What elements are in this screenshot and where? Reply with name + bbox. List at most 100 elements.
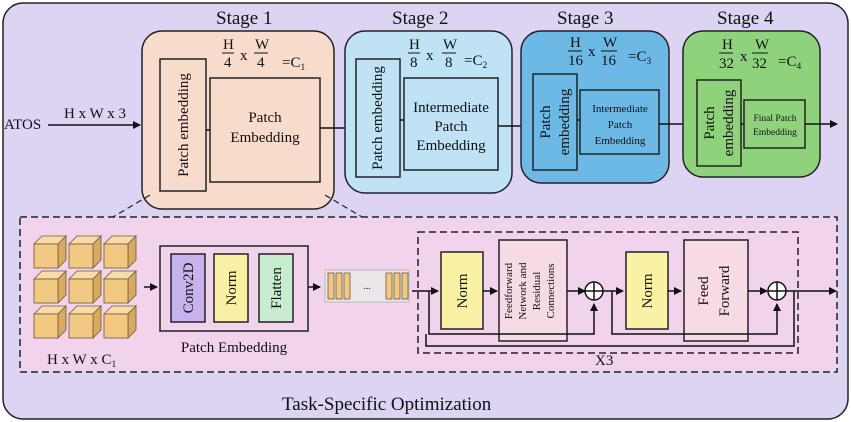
norm1-label: Norm bbox=[455, 273, 471, 308]
stage2-inner-box bbox=[403, 77, 499, 171]
svg-text:=C4: =C4 bbox=[778, 54, 801, 72]
stage4-inner-line2: Embedding bbox=[753, 128, 797, 138]
feed-forward-line1: Feed bbox=[696, 276, 712, 306]
footer-title: Task-Specific Optimization bbox=[282, 394, 492, 415]
stage3-patch-embedding-side bbox=[532, 73, 578, 171]
stage1-inner-line1: Patch bbox=[248, 110, 282, 126]
stage1-title: Stage 1 bbox=[216, 8, 272, 29]
stage4-patch-embedding-side bbox=[696, 79, 742, 167]
svg-text:H: H bbox=[570, 35, 581, 51]
stage3-inner-line3: Embedding bbox=[595, 135, 646, 147]
stage2-inner-line1: Intermediate bbox=[413, 100, 489, 116]
skip-connection-1 bbox=[428, 291, 598, 335]
flatten-block bbox=[258, 253, 294, 323]
svg-text:x: x bbox=[240, 48, 248, 64]
stage1-fraction: H 4 x W 4 =C1 bbox=[222, 37, 305, 73]
input-dims: H x W x 3 bbox=[64, 106, 126, 122]
svg-text:32: 32 bbox=[752, 56, 767, 72]
svg-text:x: x bbox=[588, 44, 596, 60]
token-strip bbox=[385, 272, 393, 300]
svg-text:8: 8 bbox=[445, 55, 453, 71]
patch-embedding-caption: Patch Embedding bbox=[181, 340, 288, 356]
feed-forward-line2: Forward bbox=[717, 265, 733, 316]
svg-text:=C3: =C3 bbox=[628, 49, 651, 67]
svg-text:H: H bbox=[722, 37, 733, 53]
stage3-fraction: H 16 x W 16 =C3 bbox=[568, 35, 651, 69]
token-strip bbox=[343, 272, 351, 300]
conv2d-block bbox=[170, 253, 206, 323]
svg-text:H: H bbox=[409, 37, 420, 53]
ffn-line3: Residual bbox=[531, 272, 543, 311]
svg-text:W: W bbox=[603, 35, 618, 51]
svg-text:x: x bbox=[426, 48, 434, 64]
ffn-line1: Feedforward bbox=[503, 262, 515, 319]
svg-text:16: 16 bbox=[601, 53, 617, 69]
conv2d-label: Conv2D bbox=[181, 262, 197, 313]
feed-forward-block bbox=[683, 239, 749, 342]
stage2-fraction: H 8 x W 8 =C2 bbox=[408, 37, 487, 71]
feature-cube bbox=[68, 270, 102, 304]
svg-text:4: 4 bbox=[224, 55, 232, 71]
stage4-side-label-1: Patch bbox=[702, 106, 718, 140]
feature-cube bbox=[33, 235, 67, 269]
stage4-side-label-2: embedding bbox=[721, 89, 737, 156]
token-strip bbox=[401, 272, 409, 300]
token-strip bbox=[327, 272, 335, 300]
svg-text:=C2: =C2 bbox=[464, 53, 487, 71]
repeat-label: X3 bbox=[595, 353, 613, 369]
repeat-loop bbox=[425, 291, 795, 347]
svg-text:=C1: =C1 bbox=[282, 55, 305, 73]
norm1-block bbox=[440, 251, 484, 330]
skip-connection-2 bbox=[611, 291, 781, 335]
feature-cube bbox=[103, 235, 137, 269]
svg-text:8: 8 bbox=[410, 55, 418, 71]
stage3-side-label-1: Patch bbox=[538, 105, 554, 139]
svg-text:W: W bbox=[755, 37, 770, 53]
svg-text:4: 4 bbox=[257, 55, 265, 71]
stage2-title: Stage 2 bbox=[392, 8, 448, 29]
feature-cube bbox=[33, 305, 67, 339]
ffn-line2: Network and bbox=[517, 262, 529, 320]
zoom-line-right bbox=[324, 194, 363, 218]
feature-cube bbox=[103, 305, 137, 339]
residual-add-1 bbox=[584, 281, 604, 301]
token-sequence: ... bbox=[324, 269, 410, 303]
stage2-inner-line3: Embedding bbox=[416, 138, 486, 154]
svg-text:16: 16 bbox=[568, 53, 584, 69]
cube-label: H x W x C1 bbox=[47, 352, 116, 370]
svg-text:H: H bbox=[223, 37, 234, 53]
input-label: ATOS bbox=[4, 117, 41, 133]
svg-text:32: 32 bbox=[719, 56, 734, 72]
feature-cube-grid bbox=[33, 235, 137, 339]
encoder-block bbox=[417, 231, 799, 354]
zoom-line-left bbox=[112, 194, 151, 218]
feature-cube bbox=[68, 305, 102, 339]
ffn-residual-block bbox=[498, 239, 568, 342]
stage2-inner-line2: Patch bbox=[434, 119, 468, 135]
stage3-inner-line2: Patch bbox=[608, 119, 633, 131]
feature-cube bbox=[103, 270, 137, 304]
stage4-fraction: H 32 x W 32 =C4 bbox=[719, 37, 801, 72]
stage3-side-label-2: embedding bbox=[557, 88, 573, 155]
stage4-inner-box bbox=[743, 99, 806, 149]
feature-cube bbox=[68, 235, 102, 269]
token-strip bbox=[335, 272, 343, 300]
stage3-inner-line1: Intermediate bbox=[592, 103, 648, 115]
stage2-patch-embedding-side bbox=[355, 58, 401, 178]
flatten-label: Flatten bbox=[269, 267, 285, 309]
stage1-patch-embedding-side bbox=[159, 58, 207, 192]
ffn-line4: Connections bbox=[545, 264, 557, 319]
svg-text:x: x bbox=[740, 49, 748, 65]
feature-cube bbox=[33, 270, 67, 304]
stage1-inner-box bbox=[209, 77, 321, 183]
residual-add-2 bbox=[767, 281, 787, 301]
stage4-inner-line1: Final Patch bbox=[753, 114, 796, 124]
stage1-inner-line2: Embedding bbox=[230, 130, 300, 146]
token-ellipsis: ... bbox=[363, 282, 370, 292]
norm2-label: Norm bbox=[640, 273, 656, 308]
norm-block bbox=[213, 253, 249, 323]
norm2-block bbox=[625, 251, 669, 330]
stage3-title: Stage 3 bbox=[557, 8, 613, 29]
